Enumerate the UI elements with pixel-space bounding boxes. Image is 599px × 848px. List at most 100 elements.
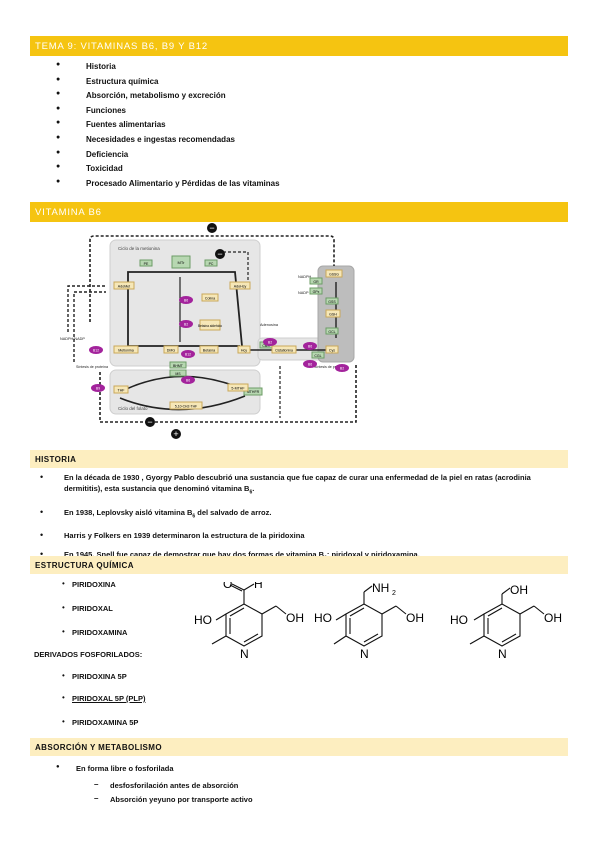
node-homocisteina: Hcy bbox=[237, 345, 251, 354]
svg-text:B2: B2 bbox=[184, 323, 188, 327]
vitamin-b6-badge: B6 bbox=[179, 296, 193, 304]
node-dmg: DMG bbox=[163, 345, 179, 354]
absorcion-title: ABSORCIÓN Y METABOLISMO bbox=[35, 743, 162, 752]
historia-title: HISTORIA bbox=[35, 455, 77, 464]
vitamin-b6-badge: B6 bbox=[181, 376, 195, 384]
svg-text:HO: HO bbox=[194, 613, 212, 627]
vitamin-b2-badge: B2 bbox=[335, 364, 349, 372]
svg-text:N: N bbox=[360, 647, 369, 661]
node-gssg: GSSG bbox=[325, 269, 343, 278]
svg-text:B12: B12 bbox=[93, 349, 99, 353]
svg-text:B12: B12 bbox=[185, 353, 191, 357]
protein-synthesis-label: Síntesis de proteína bbox=[314, 365, 346, 369]
list-item: Funciones bbox=[56, 105, 280, 121]
svg-text:GPx: GPx bbox=[313, 290, 320, 294]
metabolic-pathway-diagram: − − − + Ciclo de la metionina Ciclo del … bbox=[60, 223, 357, 439]
pyridoxal-structure: O H HO OH N bbox=[194, 582, 304, 661]
historia-header: HISTORIA bbox=[30, 450, 568, 468]
svg-text:N: N bbox=[240, 647, 249, 661]
list-item: Estructura química bbox=[56, 76, 280, 92]
svg-text:PE: PE bbox=[144, 262, 149, 266]
minus-marker: − bbox=[209, 223, 214, 233]
vitamin-b2-badge: B2 bbox=[179, 320, 193, 328]
node-thf: THF bbox=[113, 385, 129, 394]
svg-text:N: N bbox=[498, 647, 507, 661]
adenosine-label: Adenosina bbox=[260, 323, 279, 327]
derivados-label: DERIVADOS FOSFORILADOS: bbox=[34, 650, 143, 659]
svg-text:CBS: CBS bbox=[262, 344, 270, 348]
svg-text:GSS: GSS bbox=[328, 300, 336, 304]
list-item: PIRIDOXAMINA bbox=[34, 627, 127, 637]
list-item: Procesado Alimentario y Pérdidas de las … bbox=[56, 178, 280, 194]
node-betaina-aldehido: Betaína aldehído bbox=[198, 319, 222, 331]
svg-text:2: 2 bbox=[392, 590, 396, 597]
folate-cycle-label: Ciclo del folato bbox=[118, 406, 148, 411]
list-item: PIRIDOXAL 5P (PLP) bbox=[34, 693, 146, 703]
pyridoxamine-structure: NH 2 HO OH N bbox=[314, 581, 424, 661]
node-metionina: Metionina bbox=[113, 345, 139, 354]
list-item: Necesidades e ingestas recomendadas bbox=[56, 134, 280, 150]
node-mthf: 5-MTHF bbox=[227, 383, 249, 392]
node-cys: Cys bbox=[325, 345, 339, 354]
list-item: Harris y Folkers en 1939 determinaron la… bbox=[30, 530, 550, 541]
list-item: Historia bbox=[56, 61, 280, 77]
list-item: Absorción, metabolismo y excreción bbox=[56, 90, 280, 106]
toc-list: Historia Estructura química Absorción, m… bbox=[56, 61, 280, 194]
svg-text:B9: B9 bbox=[96, 387, 100, 391]
svg-text:AdoMet: AdoMet bbox=[118, 285, 130, 289]
svg-text:OH: OH bbox=[286, 611, 304, 625]
minus-marker: − bbox=[147, 417, 152, 427]
list-item: En 1938, Leplovsky aisló vitamina B6 del… bbox=[30, 507, 550, 523]
node-gcl: GCL bbox=[325, 327, 339, 335]
vitamin-b12-badge: B12 bbox=[181, 350, 195, 358]
svg-text:Colina: Colina bbox=[205, 297, 215, 301]
list-item: PIRIDOXAL bbox=[34, 603, 113, 613]
node-betaina: Betaína bbox=[199, 345, 219, 354]
svg-text:5-MTHF: 5-MTHF bbox=[231, 387, 245, 391]
node-gss: GSS bbox=[325, 297, 339, 305]
estructura-title: ESTRUCTURA QUÍMICA bbox=[35, 561, 134, 570]
pyridoxine-structure: OH HO OH N bbox=[450, 584, 562, 661]
list-item: En forma libre o fosforilada bbox=[56, 764, 173, 773]
svg-text:MS: MS bbox=[175, 372, 181, 376]
svg-text:GCL: GCL bbox=[328, 330, 335, 334]
page-title-band: TEMA 9: VITAMINAS B6, B9 Y B12 bbox=[30, 36, 568, 56]
section-b6-band: VITAMINA B6 bbox=[30, 202, 568, 222]
historia-list: En la década de 1930 , Gyorgy Pablo desc… bbox=[30, 472, 550, 573]
svg-text:Betaína aldehído: Betaína aldehído bbox=[198, 324, 222, 328]
list-item: Toxicidad bbox=[56, 163, 280, 179]
svg-text:OH: OH bbox=[406, 611, 424, 625]
svg-text:B6: B6 bbox=[186, 379, 190, 383]
nadph-label: NADPH bbox=[298, 275, 312, 279]
svg-text:GSH: GSH bbox=[329, 313, 337, 317]
node-ch2thf: 5,10-CH2-THF bbox=[169, 401, 203, 410]
absorcion-header: ABSORCIÓN Y METABOLISMO bbox=[30, 738, 568, 756]
svg-text:B6: B6 bbox=[308, 363, 312, 367]
node-cistationina: Cistationina bbox=[271, 345, 297, 354]
svg-text:B2: B2 bbox=[340, 367, 344, 371]
minus-marker: − bbox=[217, 249, 222, 259]
vitamin-b12-badge: B12 bbox=[89, 346, 103, 354]
section-b6-title: VITAMINA B6 bbox=[35, 207, 102, 218]
svg-text:MTHFR: MTHFR bbox=[247, 390, 260, 394]
svg-text:AdoHcy: AdoHcy bbox=[234, 285, 247, 289]
svg-text:B2: B2 bbox=[268, 341, 272, 345]
nadp-label: NADP bbox=[298, 291, 309, 295]
svg-text:B6: B6 bbox=[184, 299, 188, 303]
svg-text:BHMT: BHMT bbox=[173, 364, 184, 368]
list-item: En la década de 1930 , Gyorgy Pablo desc… bbox=[30, 472, 550, 499]
svg-text:H: H bbox=[254, 582, 263, 591]
svg-text:GSSG: GSSG bbox=[329, 273, 339, 277]
node-mtr: MTr bbox=[171, 255, 191, 269]
svg-text:Cys: Cys bbox=[329, 349, 335, 353]
nadph-nadp-label: NADPH/NADP bbox=[60, 337, 85, 341]
svg-text:Metionina: Metionina bbox=[118, 349, 134, 353]
svg-text:B6: B6 bbox=[308, 345, 312, 349]
vitamin-b6-badge: B6 bbox=[303, 342, 317, 350]
list-item: Deficiencia bbox=[56, 149, 280, 165]
vitamin-b6-badge: B6 bbox=[303, 360, 317, 368]
svg-text:OH: OH bbox=[544, 611, 562, 625]
list-item: PIRIDOXINA 5P bbox=[34, 671, 127, 681]
methionine-cycle-label: Ciclo de la metionina bbox=[118, 246, 160, 251]
node-bhmt: BHMT bbox=[169, 361, 187, 369]
